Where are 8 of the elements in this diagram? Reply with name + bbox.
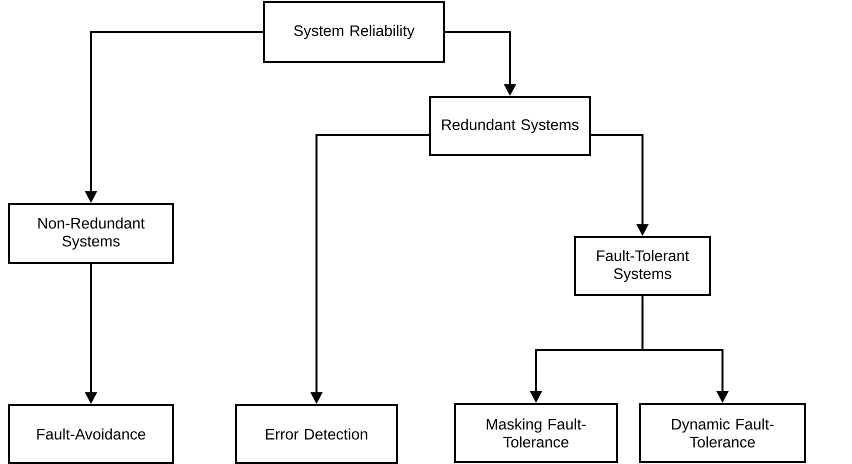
process-box: Dynamic Fault-Tolerance — [639, 402, 806, 463]
process-box: Masking Fault-Tolerance — [454, 402, 618, 463]
process-box: Error Detection — [235, 404, 398, 464]
process-box: Non-Redundant Systems — [8, 203, 174, 264]
process-box: System Reliability — [263, 1, 445, 63]
process-box: Fault-Avoidance — [8, 404, 174, 464]
process-box: Fault-Tolerant Systems — [574, 236, 711, 296]
process-box: Redundant Systems — [429, 96, 591, 156]
